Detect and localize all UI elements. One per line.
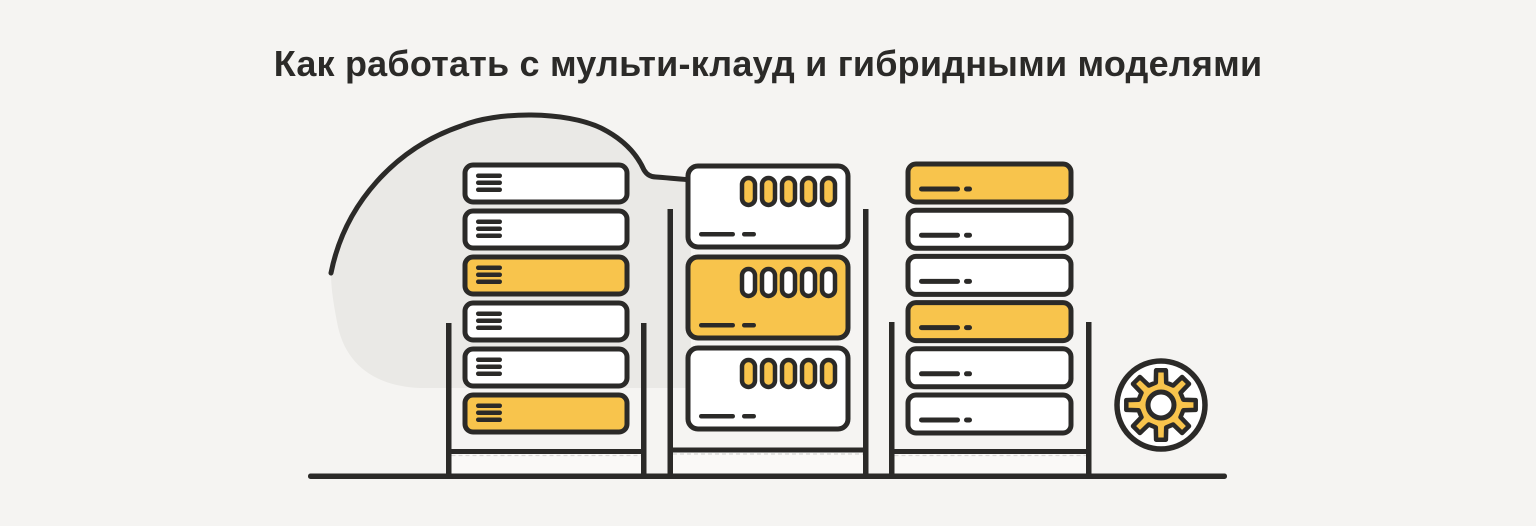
drive-slot-icon [779, 357, 798, 390]
menu-lines-icon [476, 403, 502, 408]
server-unit [905, 207, 1074, 251]
drive-slot-icon [779, 175, 798, 208]
label-dot-icon [964, 371, 972, 377]
drive-slot-icon [819, 266, 838, 299]
menu-lines-icon [476, 325, 502, 330]
server-unit [462, 392, 630, 435]
rack-post [641, 323, 647, 479]
label-dash-icon [919, 232, 960, 238]
page-title: Как работать с мульти-клауд и гибридными… [273, 43, 1263, 84]
rack-shelf [889, 449, 1092, 454]
menu-lines-icon [476, 187, 502, 192]
server-unit [462, 162, 630, 205]
label-dash-icon [742, 323, 756, 328]
label-dash-icon [742, 414, 756, 419]
cloud-outline [328, 112, 694, 276]
label-dash-icon [742, 232, 756, 237]
label-dash-icon [919, 278, 960, 284]
drive-slot-icon [779, 266, 798, 299]
drive-slot-icon [739, 266, 758, 299]
drive-slot-icon [739, 357, 758, 390]
rack-post [667, 209, 673, 479]
label-dash-icon [919, 325, 960, 331]
rack-base [894, 454, 1086, 474]
label-dash-icon [919, 371, 960, 377]
label-dot-icon [964, 325, 972, 331]
rack-base [451, 454, 641, 474]
server-unit [905, 346, 1074, 390]
menu-lines-icon [476, 279, 502, 284]
label-dot-icon [964, 278, 972, 284]
server-unit [462, 208, 630, 251]
label-dot-icon [964, 232, 972, 238]
drive-slot-icon [819, 175, 838, 208]
menu-lines-icon [476, 265, 502, 270]
drive-slot-icon [799, 175, 818, 208]
menu-lines-icon [476, 371, 502, 376]
rack-base [673, 452, 863, 474]
menu-lines-icon [476, 311, 502, 316]
drive-slot-icon [759, 175, 778, 208]
menu-lines-icon [476, 357, 502, 362]
label-dash-icon [699, 232, 735, 237]
left-rack [446, 162, 647, 479]
drive-slot-icon [759, 266, 778, 299]
server-unit [462, 300, 630, 343]
drive-slot-icon [739, 175, 758, 208]
drive-slot-icon [759, 357, 778, 390]
label-dash-icon [919, 417, 960, 423]
server-unit [905, 161, 1074, 205]
menu-lines-icon [476, 173, 502, 178]
drive-slot-icon [799, 266, 818, 299]
menu-lines-icon [476, 364, 502, 369]
label-dash-icon [699, 323, 735, 328]
menu-lines-icon [476, 318, 502, 323]
menu-lines-icon [476, 417, 502, 422]
menu-lines-icon [476, 233, 502, 238]
server-unit [905, 253, 1074, 297]
menu-lines-icon [476, 226, 502, 231]
rack-post [889, 322, 895, 479]
server-unit [462, 254, 630, 297]
ground-line [308, 473, 1227, 479]
label-dash-icon [699, 414, 735, 419]
menu-lines-icon [476, 219, 502, 224]
rack-post [863, 209, 869, 479]
menu-lines-icon [476, 410, 502, 415]
label-dash-icon [919, 186, 960, 192]
label-dot-icon [964, 417, 972, 423]
menu-lines-icon [476, 180, 502, 185]
rack-shelf [446, 449, 647, 454]
rack-post [446, 323, 452, 479]
server-unit [905, 300, 1074, 344]
right-rack [889, 161, 1092, 479]
drive-slot-icon [819, 357, 838, 390]
rack-shelf [667, 447, 869, 453]
drive-slot-icon [799, 357, 818, 390]
server-unit [462, 346, 630, 389]
middle-rack [667, 163, 869, 479]
menu-lines-icon [476, 272, 502, 277]
server-unit [905, 392, 1074, 436]
gear-icon [1114, 358, 1208, 452]
server-racks [446, 161, 1092, 479]
rack-post [1086, 322, 1092, 479]
label-dot-icon [964, 186, 972, 192]
